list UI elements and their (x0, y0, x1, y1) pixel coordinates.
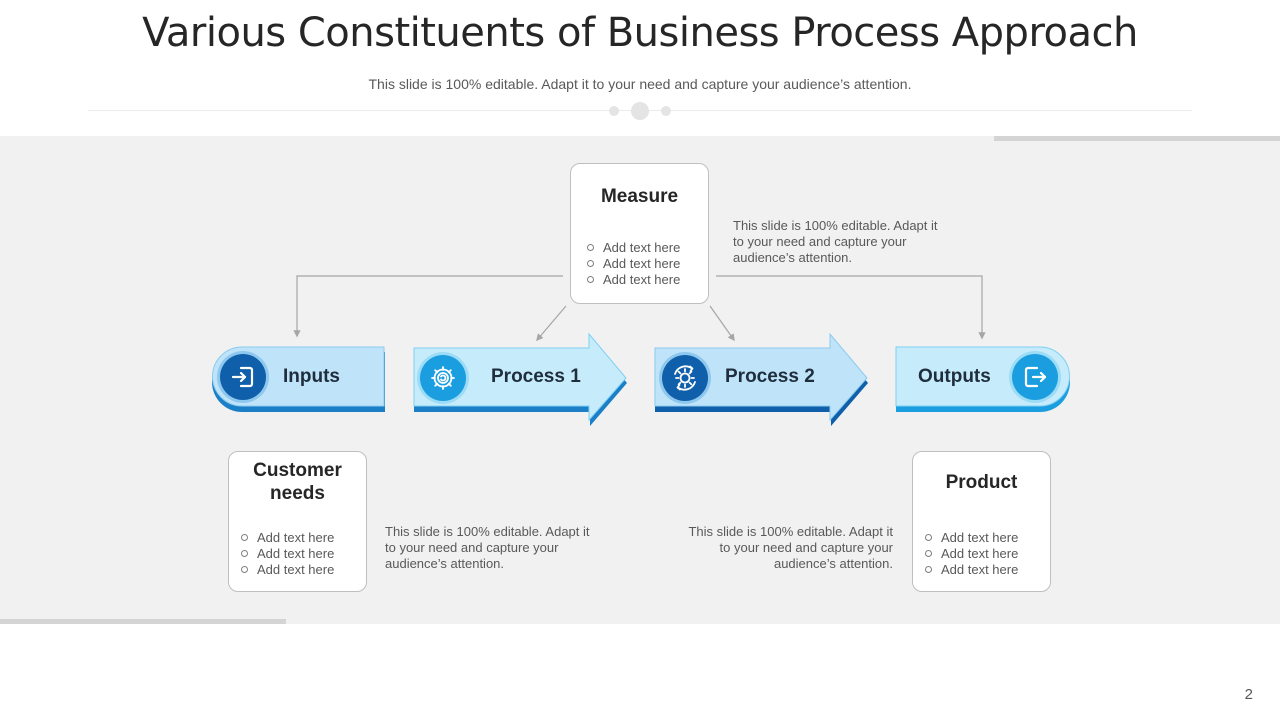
gear-cycle-icon (662, 355, 708, 401)
bullet-icon (587, 276, 594, 283)
customer-needs-card: Customer needs Add text here Add text he… (228, 451, 367, 592)
list-item-text: Add text here (603, 272, 681, 287)
process2-shape (654, 332, 868, 426)
process1-shape (413, 332, 627, 426)
inputs-label: Inputs (283, 366, 340, 387)
list-item-text: Add text here (257, 562, 335, 577)
slide-title: Various Constituents of Business Process… (142, 10, 1138, 56)
list-item: Add text here (241, 562, 366, 578)
connector-measure-process1 (536, 305, 567, 342)
list-item-text: Add text here (257, 546, 335, 561)
product-card: Product Add text here Add text here Add … (912, 451, 1051, 592)
connector-measure-process2 (709, 305, 735, 342)
list-item: Add text here (587, 240, 708, 256)
process1-label: Process 1 (491, 366, 581, 387)
connector-measure-inputs (293, 275, 563, 338)
outputs-label: Outputs (918, 366, 991, 387)
measure-card-title: Measure (600, 186, 679, 207)
note-top-right: This slide is 100% editable. Adapt it to… (733, 218, 938, 265)
list-item-text: Add text here (603, 256, 681, 271)
accent-bar-top (994, 136, 1280, 141)
note-bottom-right: This slide is 100% editable. Adapt it to… (688, 524, 893, 571)
bullet-icon (925, 566, 932, 573)
list-item: Add text here (587, 272, 708, 288)
list-item-text: Add text here (941, 546, 1019, 561)
customer-needs-card-list: Add text here Add text here Add text her… (229, 530, 366, 578)
bullet-icon (241, 550, 248, 557)
divider-dot-center (631, 102, 649, 120)
accent-bar-bottom (0, 619, 286, 624)
list-item: Add text here (241, 530, 366, 546)
list-item: Add text here (587, 256, 708, 272)
customer-needs-card-title: Customer needs (253, 460, 342, 504)
list-item: Add text here (925, 530, 1050, 546)
connector-measure-outputs (716, 275, 986, 340)
list-item-text: Add text here (941, 562, 1019, 577)
bullet-icon (241, 534, 248, 541)
bullet-icon (925, 550, 932, 557)
product-card-list: Add text here Add text here Add text her… (913, 530, 1050, 578)
divider-dot-left (609, 106, 619, 116)
bullet-icon (587, 260, 594, 267)
measure-card: Measure Add text here Add text here Add … (570, 163, 709, 304)
process2-label: Process 2 (725, 366, 815, 387)
divider-dot-right (661, 106, 671, 116)
list-item-text: Add text here (603, 240, 681, 255)
product-card-title: Product (945, 472, 1018, 493)
login-icon (220, 354, 266, 400)
logout-icon (1012, 354, 1058, 400)
slide-subtitle: This slide is 100% editable. Adapt it to… (368, 76, 912, 92)
bullet-icon (587, 244, 594, 251)
gear-cycle-icon (420, 355, 466, 401)
note-bottom-left: This slide is 100% editable. Adapt it to… (385, 524, 590, 571)
measure-card-list: Add text here Add text here Add text her… (571, 240, 708, 288)
page-number: 2 (1244, 686, 1253, 703)
bullet-icon (925, 534, 932, 541)
list-item: Add text here (925, 562, 1050, 578)
bullet-icon (241, 566, 248, 573)
list-item: Add text here (925, 546, 1050, 562)
list-item-text: Add text here (941, 530, 1019, 545)
list-item: Add text here (241, 546, 366, 562)
list-item-text: Add text here (257, 530, 335, 545)
